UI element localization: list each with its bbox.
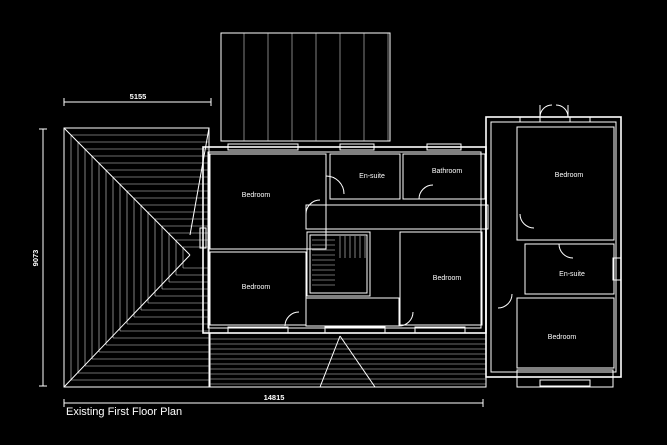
bottom-roof-section xyxy=(209,332,487,388)
dimension-left: 9073 xyxy=(31,128,47,387)
dimension-left-label: 9073 xyxy=(31,250,40,267)
room-label-bedroom-5: Bedroom xyxy=(548,334,577,341)
room-label-bathroom: Bathroom xyxy=(432,168,463,175)
drawing-title: Existing First Floor Plan xyxy=(66,406,182,418)
room-label-bedroom-1: Bedroom xyxy=(242,192,271,199)
dimension-top-label: 5155 xyxy=(130,92,147,101)
windows xyxy=(199,116,622,387)
dimension-bottom: 14815 xyxy=(63,393,484,407)
door-swings xyxy=(284,104,574,327)
dimension-bottom-label: 14815 xyxy=(264,393,285,402)
left-hip-roof xyxy=(63,127,210,388)
room-label-bedroom-4: Bedroom xyxy=(555,172,584,179)
interior-walls xyxy=(209,126,615,369)
top-roof-section xyxy=(220,32,391,142)
dimension-top: 5155 xyxy=(63,92,212,106)
room-label-bedroom-2: Bedroom xyxy=(242,284,271,291)
room-label-bedroom-3: Bedroom xyxy=(433,275,462,282)
room-label-ensuite-2: En-suite xyxy=(559,271,585,278)
room-label-ensuite-1: En-suite xyxy=(359,173,385,180)
